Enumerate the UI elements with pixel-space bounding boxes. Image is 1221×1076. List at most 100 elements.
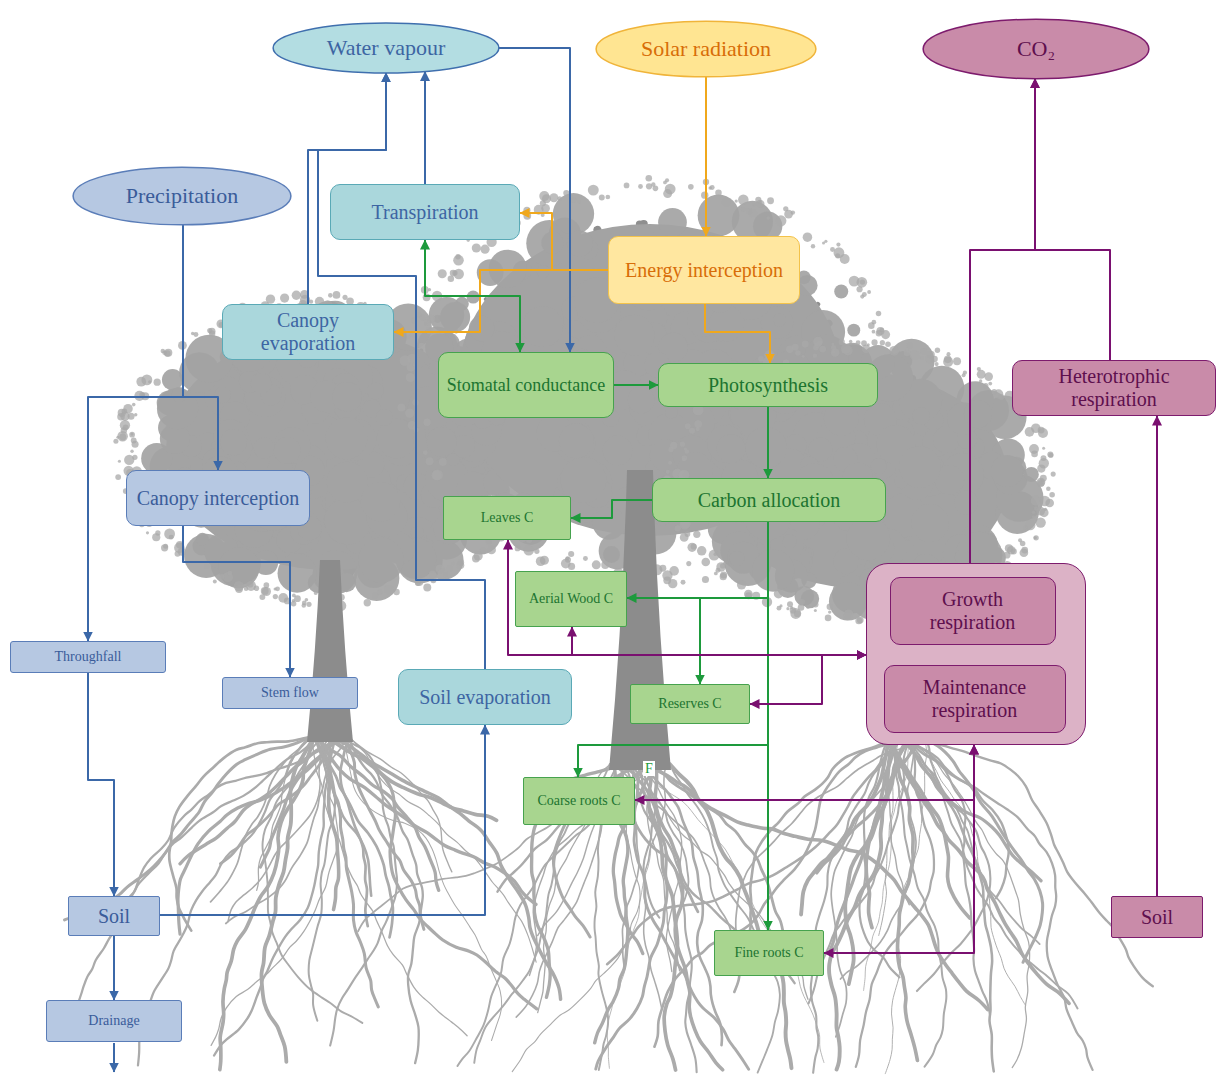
tree-canopy — [834, 285, 848, 299]
tree-leaf — [423, 293, 431, 301]
tree-leaf — [766, 216, 770, 220]
tree-root — [896, 739, 994, 1071]
tree-leaf — [1042, 447, 1045, 450]
tree-leaf — [735, 199, 738, 202]
node-label: Water vapour — [304, 35, 468, 60]
tree-canopy — [274, 437, 300, 463]
tree-leaf — [988, 382, 992, 386]
flow-arrow — [183, 526, 290, 677]
tree-leaf — [1004, 552, 1011, 559]
tree-leaf — [696, 427, 700, 431]
tree-leaf — [161, 544, 168, 551]
tree-canopy — [358, 538, 403, 583]
tree-leaf — [1005, 544, 1013, 552]
tree-leaf — [306, 602, 311, 607]
process-box: Canopy interception — [126, 470, 310, 526]
tree-leaf — [428, 288, 431, 291]
tree-leaf — [668, 447, 673, 452]
tree-leaf — [687, 543, 696, 552]
flow-arrow — [572, 627, 866, 655]
tree-leaf — [228, 571, 233, 576]
tree-canopy — [274, 427, 310, 463]
tree-leaf — [802, 355, 805, 358]
flow-arrow — [160, 725, 485, 915]
tree-leaf — [638, 184, 643, 189]
node-label: Solar radiation — [626, 36, 786, 61]
flow-arrow — [183, 225, 218, 470]
tree-leaf — [1032, 515, 1035, 518]
tree-leaf — [841, 344, 851, 354]
tree-canopy — [157, 388, 198, 429]
tree-leaf — [741, 207, 746, 212]
tree-canopy — [427, 427, 457, 457]
tree-leaf — [132, 455, 137, 460]
tree-leaf — [1048, 453, 1053, 458]
tree-leaf — [792, 344, 799, 351]
tree-leaf — [1036, 517, 1046, 527]
tree-leaf — [824, 240, 827, 243]
tree-leaf — [571, 197, 577, 203]
tree-leaf — [819, 346, 826, 353]
tree-root — [926, 739, 1039, 944]
tree-leaf — [480, 548, 486, 554]
tree-leaf — [148, 380, 151, 383]
tree-leaf — [794, 610, 801, 617]
tree-leaf — [1025, 520, 1035, 530]
tree-leaf — [314, 591, 318, 595]
tree-canopy — [913, 407, 930, 424]
tree-canopy — [729, 551, 744, 566]
tree-leaf — [113, 439, 118, 444]
tree-leaf — [803, 232, 813, 242]
tree-canopy — [954, 491, 978, 515]
tree-leaf — [840, 254, 850, 264]
tree-leaf — [204, 564, 209, 569]
tree-canopy — [553, 193, 594, 234]
tree-leaf — [292, 599, 295, 602]
tree-leaf — [867, 290, 871, 294]
node-label: Energy interception — [616, 259, 792, 282]
flow-arrow — [520, 213, 608, 270]
tree-leaf — [274, 587, 277, 590]
tree-leaf — [384, 585, 393, 594]
tree-leaf — [1038, 428, 1048, 438]
node-label: Canopy interception — [134, 487, 302, 510]
tree-leaf — [910, 350, 920, 360]
tree-leaf — [164, 349, 172, 357]
process-box: Energy interception — [608, 236, 800, 304]
respiration-group: Growth respirationMaintenance respiratio… — [866, 563, 1086, 745]
tree-leaf — [487, 545, 496, 554]
process-box: Photosynthesis — [658, 363, 878, 407]
tree-leaf — [542, 194, 551, 203]
flow-arrow — [824, 745, 974, 953]
flow-arrow — [508, 540, 866, 655]
tree-leaf — [907, 342, 913, 348]
tree-leaf — [825, 615, 832, 622]
tree-leaf — [523, 545, 534, 556]
process-box: Aerial Wood C — [515, 571, 627, 627]
tree-root — [856, 739, 934, 1067]
tree-leaf — [141, 374, 152, 385]
process-box: Transpiration — [330, 184, 520, 240]
tree-leaf — [984, 372, 993, 381]
tree-canopy — [251, 373, 272, 394]
tree-leaf — [920, 356, 924, 360]
tree-canopy — [745, 427, 786, 468]
source-ellipse: CO₂ — [922, 18, 1150, 80]
tree-leaf — [861, 340, 867, 346]
tree-leaf — [118, 460, 121, 463]
tree-leaf — [397, 403, 405, 411]
tree-canopy — [964, 400, 992, 428]
tree-leaf — [738, 194, 749, 205]
tree-leaf — [405, 408, 414, 417]
node-label: Fine roots C — [722, 945, 816, 961]
tree-canopy — [361, 482, 400, 521]
flow-arrow — [614, 384, 658, 386]
tree-root — [220, 736, 314, 1070]
node-label: Leaves C — [451, 510, 563, 526]
node-label: Soil evaporation — [406, 686, 564, 709]
tree-leaf — [814, 609, 817, 612]
tree-leaf — [663, 181, 667, 185]
flow-arrow — [1035, 79, 1110, 360]
tree-leaf — [680, 533, 689, 542]
tree-leaf — [790, 606, 793, 609]
